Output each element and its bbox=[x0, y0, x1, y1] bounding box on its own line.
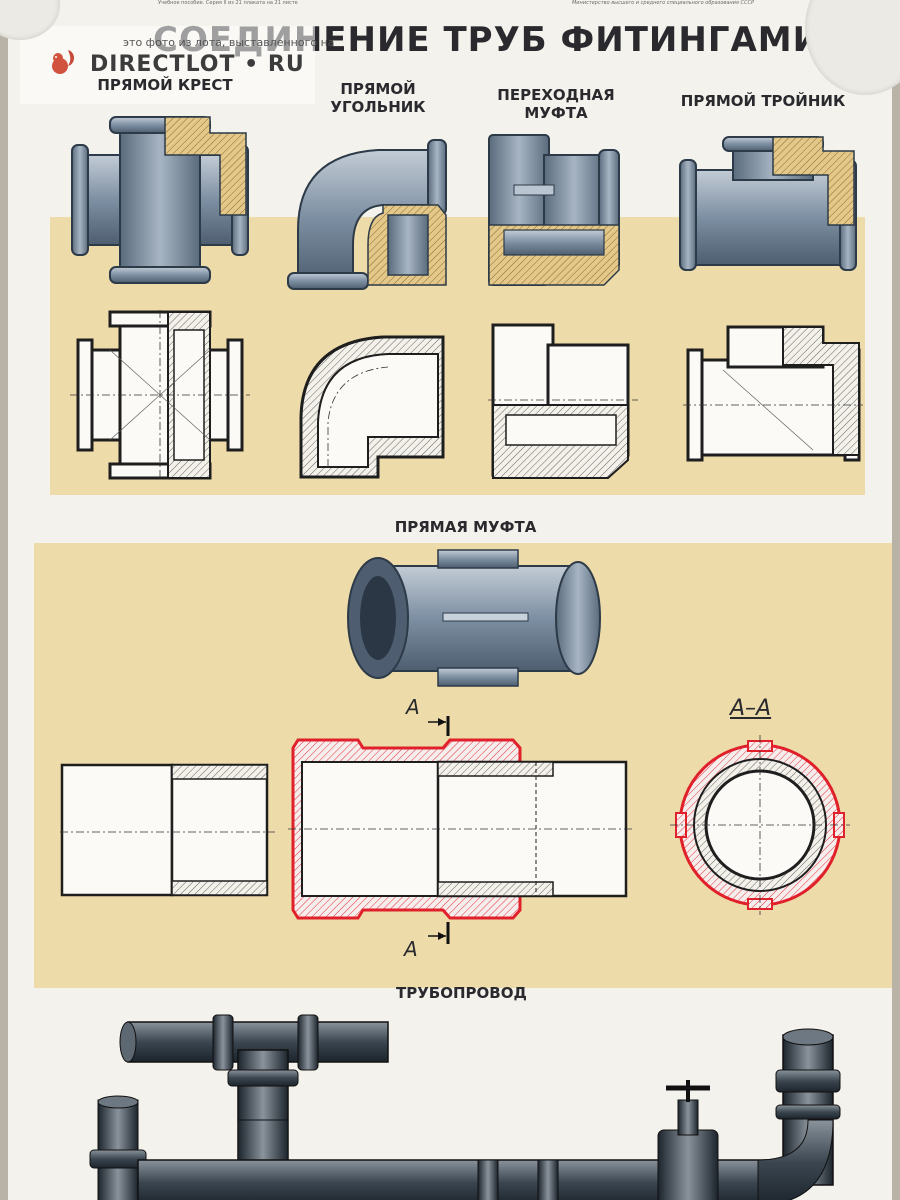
elbow-illustration bbox=[287, 139, 447, 290]
reducer-illustration bbox=[488, 134, 620, 286]
label-straight-coupling: ПРЯМАЯ МУФТА bbox=[394, 518, 537, 536]
tee-illustration bbox=[679, 136, 857, 271]
squirrel-logo-icon bbox=[52, 50, 74, 74]
label-cross: ПРЯМОЙ КРЕСТ bbox=[97, 76, 233, 94]
label-reducer: ПЕРЕХОДНАЯ МУФТА bbox=[497, 86, 615, 122]
label-pipeline: ТРУБОПРОВОД bbox=[396, 984, 527, 1002]
fine-print-left: Учебное пособие. Серия II из 21 плаката … bbox=[158, 0, 298, 6]
label-elbow: ПРЯМОЙ УГОЛЬНИК bbox=[330, 80, 426, 116]
poster-sheet: Учебное пособие. Серия II из 21 плаката … bbox=[8, 0, 892, 1200]
watermark-brand: DIRECTLOT • RU bbox=[90, 52, 305, 77]
reducer-section-drawing bbox=[488, 323, 638, 479]
watermark-caption: это фото из лота, выставленного на bbox=[123, 36, 335, 49]
coupling-assembly-drawing bbox=[288, 716, 633, 944]
pipe-end-drawing bbox=[60, 763, 275, 897]
coupling-illustration bbox=[347, 549, 601, 687]
cross-illustration bbox=[71, 116, 249, 284]
label-tee: ПРЯМОЙ ТРОЙНИК bbox=[680, 92, 846, 110]
section-mark-top: А bbox=[406, 695, 420, 719]
cross-section-drawing bbox=[70, 310, 250, 480]
elbow-section-drawing bbox=[299, 335, 445, 479]
section-mark-bottom: А bbox=[404, 937, 418, 961]
tee-section-drawing bbox=[683, 325, 863, 462]
section-a-a-drawing bbox=[670, 735, 850, 915]
section-title: А–А bbox=[730, 696, 772, 721]
fine-print-right: Министерство высшего и среднего специаль… bbox=[571, 0, 754, 6]
pipeline-illustration bbox=[89, 1014, 841, 1200]
